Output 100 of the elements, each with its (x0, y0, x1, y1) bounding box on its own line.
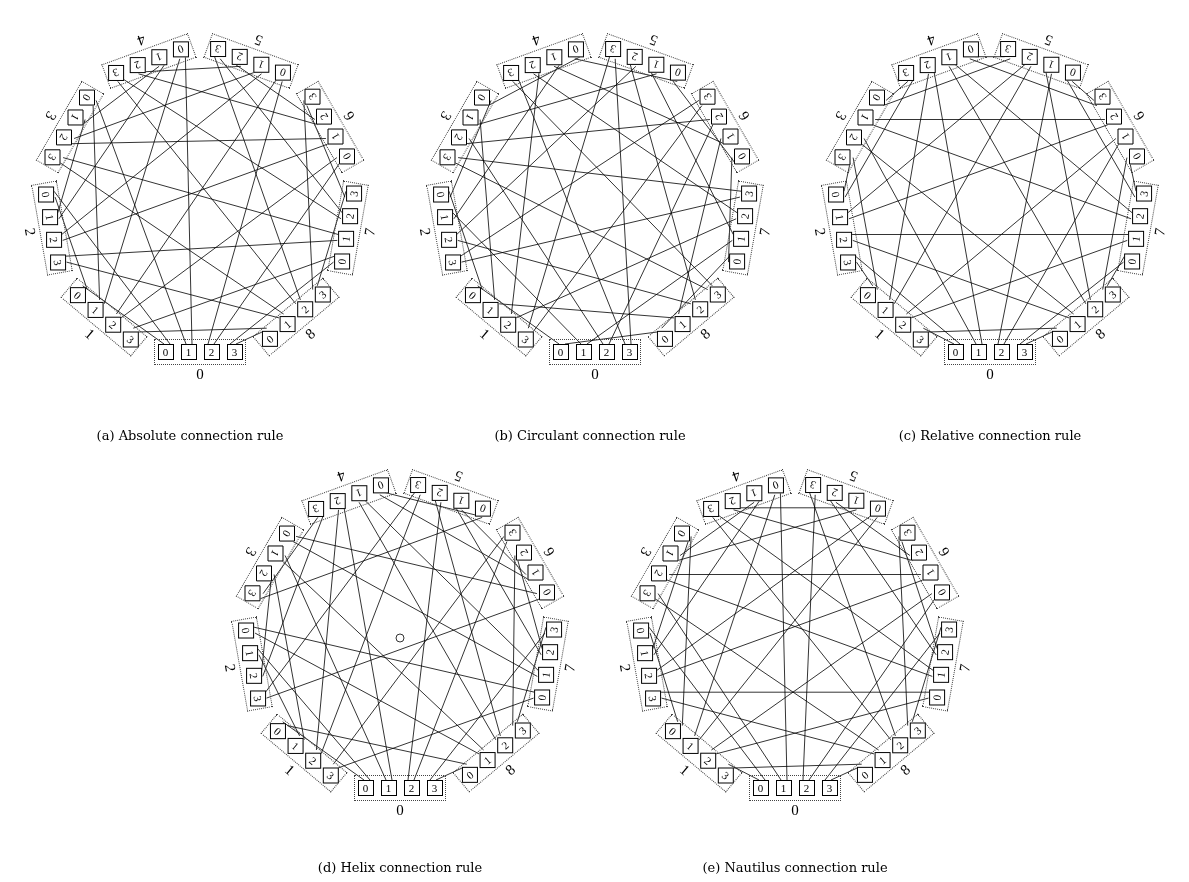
link-line (364, 499, 539, 671)
group-number: 2 (221, 661, 240, 675)
port-box: 3 (899, 525, 916, 542)
port-box: 1 (86, 301, 103, 318)
link-line (82, 285, 165, 345)
group-number: 2 (616, 661, 635, 675)
port-box: 0 (1052, 331, 1068, 348)
port-box: 1 (746, 485, 763, 502)
port-box: 2 (699, 752, 716, 769)
port-box: 0 (1129, 148, 1146, 165)
group-number: 5 (846, 466, 862, 487)
port-box: 1 (874, 752, 891, 769)
group-number: 4 (333, 466, 349, 487)
link-line (732, 763, 863, 769)
port-box: 1 (649, 56, 666, 73)
link-line (1045, 71, 1091, 301)
port-box: 1 (876, 301, 893, 318)
link-line (62, 157, 339, 235)
link-line (59, 162, 284, 315)
port-box: 0 (1123, 254, 1140, 270)
link-line (863, 138, 977, 345)
group-number: 8 (896, 760, 915, 781)
group-number: 8 (696, 324, 715, 345)
link-line (456, 65, 637, 235)
port-box: 2 (651, 564, 668, 581)
link-line (885, 81, 909, 101)
port-box: 2 (724, 492, 741, 509)
link-line (654, 598, 879, 751)
group-number: 4 (133, 30, 149, 51)
port-box: 1 (180, 344, 197, 360)
port-box: 2 (798, 780, 815, 796)
port-box: 3 (909, 722, 926, 739)
port-box: 1 (437, 208, 454, 225)
port-box: 0 (670, 64, 687, 81)
link-line (273, 574, 305, 741)
link-line (53, 190, 171, 345)
link-line (468, 138, 604, 345)
link-line (922, 327, 955, 345)
link-line (649, 632, 679, 723)
link-line (449, 100, 492, 198)
link-line (1129, 162, 1137, 192)
link-line (460, 100, 700, 257)
port-box: 1 (732, 231, 749, 248)
port-box: 1 (242, 644, 259, 661)
link-line (476, 73, 657, 126)
link-line (429, 632, 546, 781)
port-box: 1 (42, 208, 59, 225)
link-line (855, 255, 961, 345)
port-box: 0 (173, 41, 190, 58)
link-line (512, 555, 516, 726)
port-box: 1 (637, 644, 654, 661)
group-number: 1 (280, 760, 299, 781)
link-line (586, 240, 733, 345)
group-number: 6 (934, 543, 954, 562)
link-line (454, 162, 709, 290)
port-box: 2 (129, 56, 146, 73)
link-line (120, 157, 338, 319)
port-box: 2 (894, 316, 911, 333)
link-line (103, 58, 181, 305)
port-box: 2 (56, 128, 73, 145)
port-box: 0 (674, 525, 691, 542)
group-number: 0 (985, 366, 995, 382)
link-line (258, 654, 300, 737)
link-line (123, 78, 342, 220)
link-line (132, 255, 335, 329)
link-line (95, 100, 187, 345)
group-number: 0 (395, 802, 405, 818)
port-box: 3 (504, 525, 521, 542)
port-box: 2 (1106, 109, 1123, 126)
link-line (614, 58, 632, 345)
port-box: 1 (932, 667, 949, 684)
port-box: 3 (517, 331, 533, 348)
link-line (81, 65, 160, 126)
link-line (856, 261, 874, 287)
port-box: 0 (568, 41, 585, 58)
port-box: 2 (232, 49, 249, 66)
link-line (830, 767, 858, 781)
link-line (306, 105, 346, 198)
link-line (933, 71, 983, 345)
link-line (479, 119, 495, 301)
port-box: 0 (279, 525, 296, 542)
link-line (65, 240, 338, 257)
link-line (727, 763, 760, 781)
group-number: 7 (560, 661, 579, 675)
port-box: 0 (768, 477, 785, 494)
link-line (676, 509, 857, 562)
link-line (728, 157, 733, 263)
link-line (435, 767, 463, 781)
port-box: 0 (238, 622, 255, 639)
group-number: 2 (21, 225, 40, 239)
port-box: 0 (357, 780, 374, 796)
group-number: 0 (195, 366, 205, 382)
port-box: 2 (341, 208, 358, 225)
group-number: 8 (301, 324, 320, 345)
link-line (332, 536, 505, 765)
link-line (316, 509, 339, 751)
link-line (487, 56, 581, 106)
link-line (229, 261, 334, 345)
port-box: 2 (256, 564, 273, 581)
port-box: 3 (1104, 286, 1121, 303)
